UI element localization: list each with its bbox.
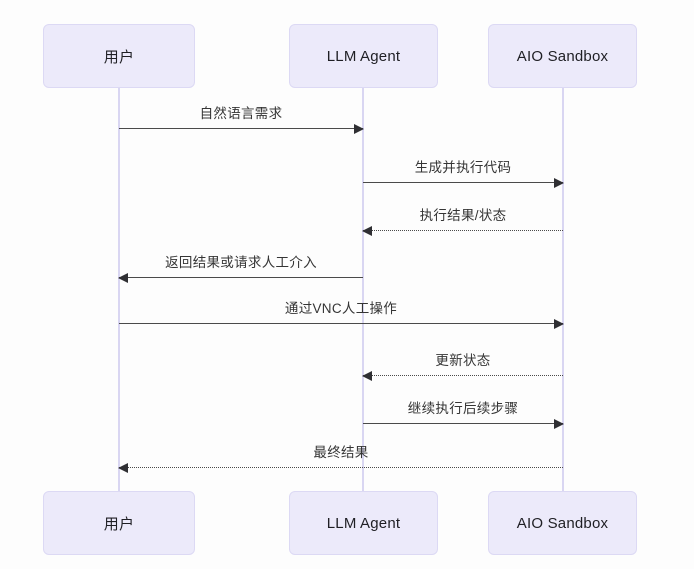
lifeline-user bbox=[118, 88, 120, 491]
participant-box-llm-agent-top[interactable]: LLM Agent bbox=[289, 24, 438, 88]
arrowhead-left-icon bbox=[118, 463, 128, 473]
participant-label-aio-sandbox-bottom: AIO Sandbox bbox=[516, 514, 609, 532]
message-arrow-7 bbox=[363, 419, 564, 429]
lifeline-aio-sandbox bbox=[562, 88, 564, 491]
arrowhead-right-icon bbox=[554, 319, 564, 329]
arrowhead-right-icon bbox=[554, 419, 564, 429]
participant-label-llm-agent-bottom: LLM Agent bbox=[326, 514, 401, 532]
message-label-6: 更新状态 bbox=[435, 353, 491, 368]
participant-box-llm-agent-bottom[interactable]: LLM Agent bbox=[289, 491, 438, 555]
participant-label-aio-sandbox-top: AIO Sandbox bbox=[516, 47, 609, 65]
message-label-7: 继续执行后续步骤 bbox=[407, 401, 519, 416]
message-arrow-8 bbox=[118, 463, 563, 473]
lifeline-llm-agent bbox=[362, 88, 364, 491]
arrowhead-left-icon bbox=[362, 226, 372, 236]
message-label-4: 返回结果或请求人工介入 bbox=[165, 255, 317, 270]
arrowhead-right-icon bbox=[354, 124, 364, 134]
participant-box-user-bottom[interactable]: 用户 bbox=[43, 491, 195, 555]
message-arrow-3 bbox=[362, 226, 563, 236]
message-label-1: 自然语言需求 bbox=[199, 106, 283, 121]
arrowhead-left-icon bbox=[118, 273, 128, 283]
participant-label-user-top: 用户 bbox=[103, 48, 135, 66]
message-label-5: 通过VNC人工操作 bbox=[284, 301, 398, 316]
message-arrow-2 bbox=[363, 178, 564, 188]
message-arrow-6 bbox=[362, 371, 563, 381]
participant-box-user-top[interactable]: 用户 bbox=[43, 24, 195, 88]
message-label-8: 最终结果 bbox=[313, 445, 369, 460]
participant-label-user-bottom: 用户 bbox=[103, 515, 135, 533]
message-label-2: 生成并执行代码 bbox=[414, 160, 512, 175]
arrowhead-left-icon bbox=[362, 371, 372, 381]
arrowhead-right-icon bbox=[554, 178, 564, 188]
participant-box-aio-sandbox-top[interactable]: AIO Sandbox bbox=[488, 24, 637, 88]
message-label-3: 执行结果/状态 bbox=[419, 208, 507, 223]
message-arrow-5 bbox=[119, 319, 564, 329]
message-arrow-1 bbox=[119, 124, 364, 134]
participant-label-llm-agent-top: LLM Agent bbox=[326, 47, 401, 65]
participant-box-aio-sandbox-bottom[interactable]: AIO Sandbox bbox=[488, 491, 637, 555]
message-arrow-4 bbox=[118, 273, 363, 283]
